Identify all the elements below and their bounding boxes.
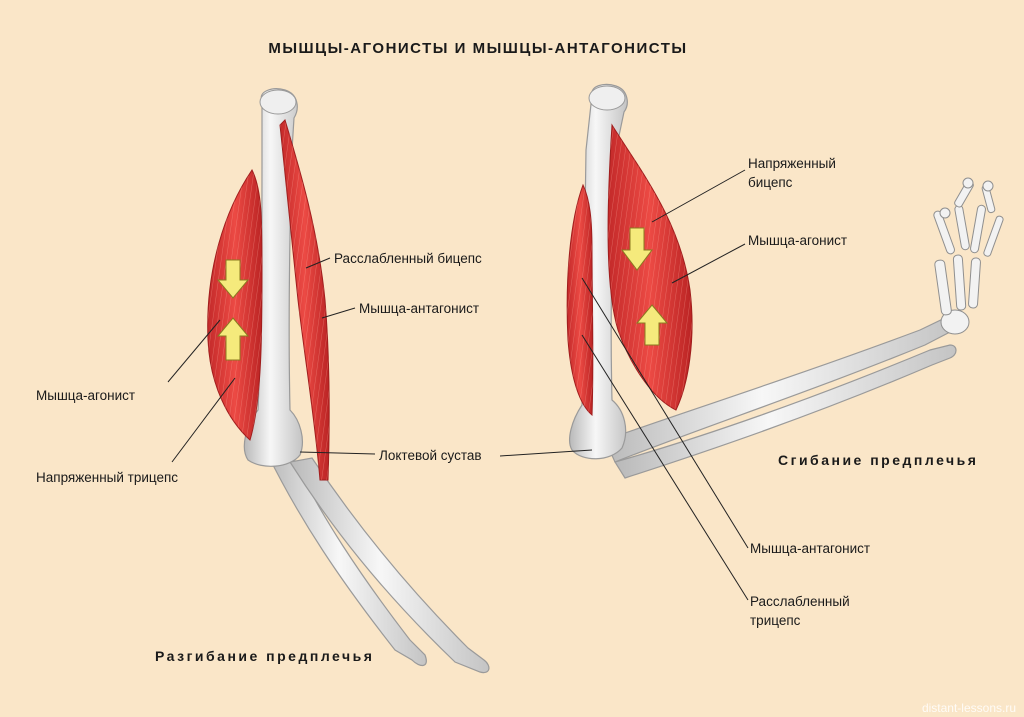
label-right-agonist: Мышца-агонист — [748, 233, 848, 248]
left-arrow-down-icon — [216, 259, 250, 299]
watermark: distant-lessons.ru — [921, 701, 1016, 715]
right-hand-bones — [933, 177, 1004, 335]
left-radius — [289, 457, 490, 674]
right-arrow-down-icon — [621, 227, 653, 271]
right-arrow-up-icon — [635, 304, 669, 346]
caption-extension: Разгибание предплечья — [155, 648, 375, 664]
diagram-title: МЫШЦЫ-АГОНИСТЫ И МЫШЦЫ-АНТАГОНИСТЫ — [268, 40, 688, 57]
label-relaxed-biceps: Расслабленный бицепс — [334, 251, 482, 266]
left-ulna — [267, 454, 427, 666]
left-arrow-up-icon — [216, 317, 250, 361]
label-elbow-joint: Локтевой сустав — [379, 448, 482, 463]
caption-flexion: Сгибание предплечья — [778, 452, 979, 468]
label-left-agonist: Мышца-агонист — [36, 388, 136, 403]
label-left-antagonist: Мышца-антагонист — [359, 301, 480, 316]
left-arm — [207, 88, 490, 674]
right-forearm-bone-2 — [614, 344, 957, 479]
label-relaxed-triceps: Расслабленный трицепс — [750, 594, 850, 628]
label-right-antagonist: Мышца-антагонист — [750, 541, 871, 556]
right-arm — [566, 83, 1004, 479]
label-tense-biceps: Напряженный бицепс — [748, 156, 836, 190]
leader-lines — [167, 169, 749, 601]
label-tense-triceps: Напряженный трицепс — [36, 470, 179, 485]
